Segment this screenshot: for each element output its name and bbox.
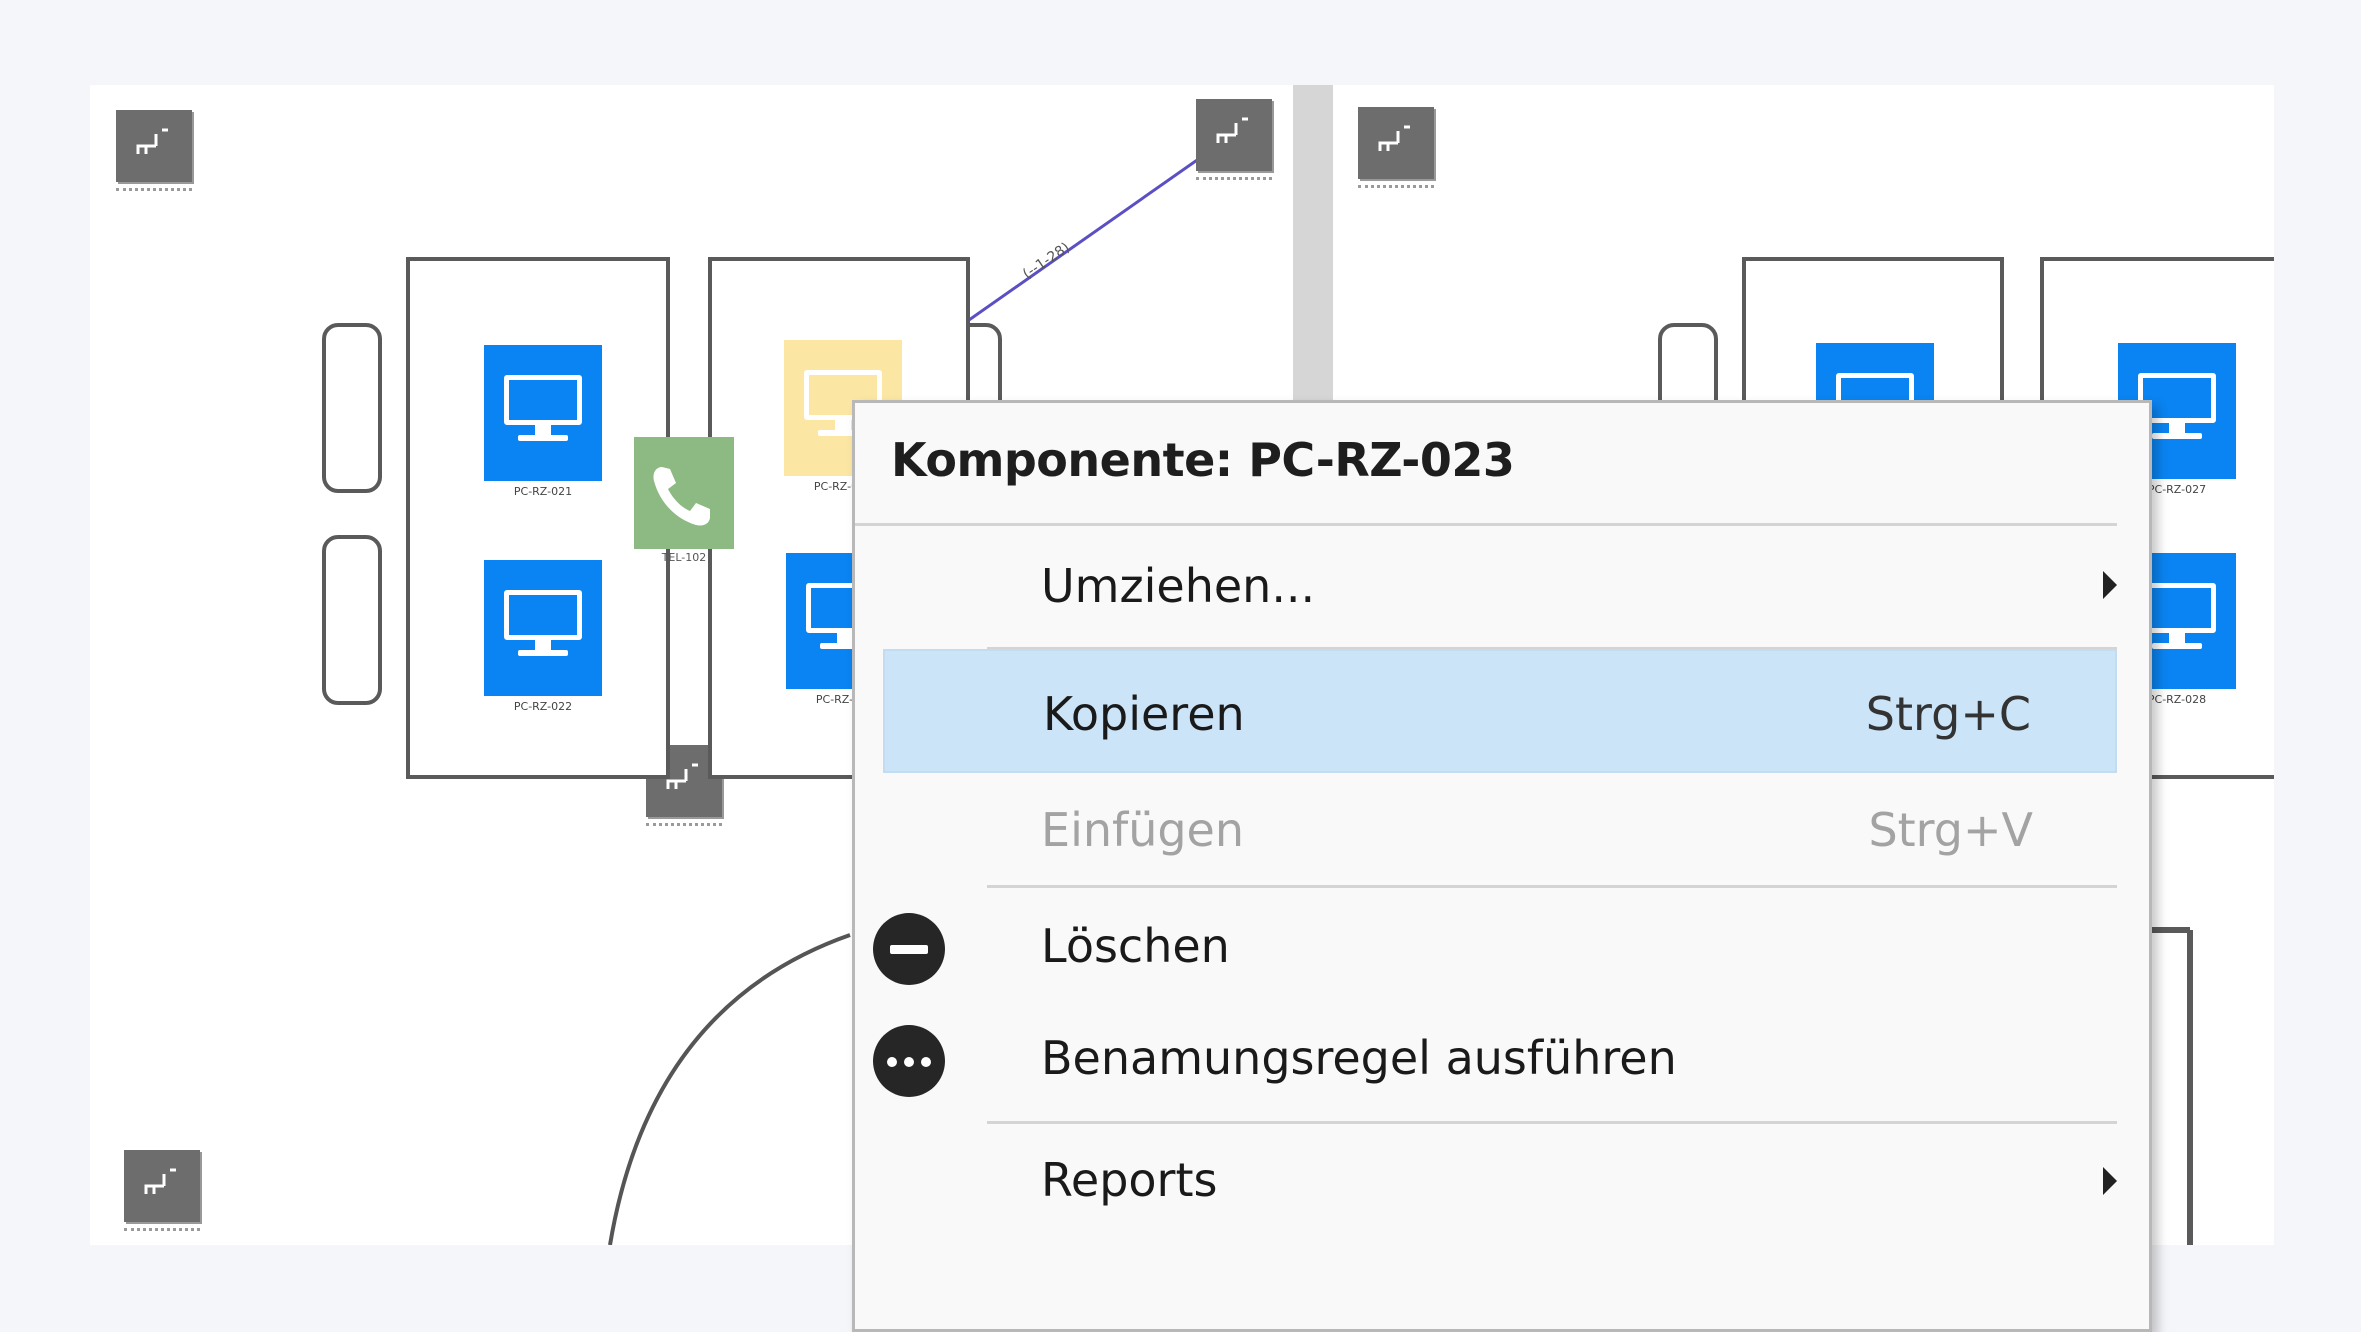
minus-circle-icon bbox=[873, 913, 945, 985]
menu-item-loeschen[interactable]: Löschen bbox=[873, 889, 2117, 999]
pc-component[interactable]: PC-RZ-021 bbox=[484, 345, 602, 498]
monitor-icon bbox=[504, 590, 582, 640]
network-outlet-icon bbox=[1378, 125, 1410, 151]
context-menu-title: Komponente: PC-RZ-023 bbox=[891, 433, 1515, 487]
context-menu[interactable]: Komponente: PC-RZ-023 Umziehen... Kopier… bbox=[852, 400, 2152, 1332]
chair bbox=[322, 535, 382, 705]
network-outlet-icon bbox=[666, 763, 698, 789]
pc-component[interactable]: PC-RZ-022 bbox=[484, 560, 602, 713]
submenu-arrow-icon bbox=[2103, 571, 2117, 599]
menu-item-benamungsregel[interactable]: Benamungsregel ausführen bbox=[873, 1001, 2117, 1111]
menu-separator bbox=[855, 523, 2117, 526]
network-outlet-icon bbox=[1216, 117, 1248, 143]
network-outlet-icon bbox=[136, 128, 168, 154]
wall-segment bbox=[1293, 85, 1333, 405]
chair bbox=[322, 323, 382, 493]
phone-icon bbox=[653, 467, 710, 526]
network-outlet[interactable] bbox=[1196, 99, 1272, 180]
network-outlet-icon bbox=[144, 1168, 176, 1194]
menu-separator bbox=[987, 1121, 2117, 1124]
submenu-arrow-icon bbox=[2103, 1167, 2117, 1195]
phone-component[interactable]: TEL-102 bbox=[634, 437, 734, 564]
monitor-icon bbox=[504, 375, 582, 425]
monitor-icon bbox=[804, 370, 882, 420]
monitor-icon bbox=[2138, 373, 2216, 423]
menu-item-kopieren[interactable]: Kopieren Strg+C bbox=[883, 649, 2117, 773]
door-arc bbox=[608, 933, 851, 1245]
network-outlet[interactable] bbox=[116, 110, 192, 191]
menu-item-reports[interactable]: Reports bbox=[883, 1125, 2117, 1245]
network-outlet[interactable] bbox=[1358, 107, 1434, 188]
menu-item-umziehen[interactable]: Umziehen... bbox=[883, 525, 2117, 645]
menu-separator bbox=[987, 647, 2117, 650]
more-circle-icon bbox=[873, 1025, 945, 1097]
menu-item-einfuegen[interactable]: Einfügen Strg+V bbox=[1041, 803, 2033, 857]
network-outlet[interactable] bbox=[124, 1150, 200, 1231]
menu-separator bbox=[987, 885, 2117, 888]
